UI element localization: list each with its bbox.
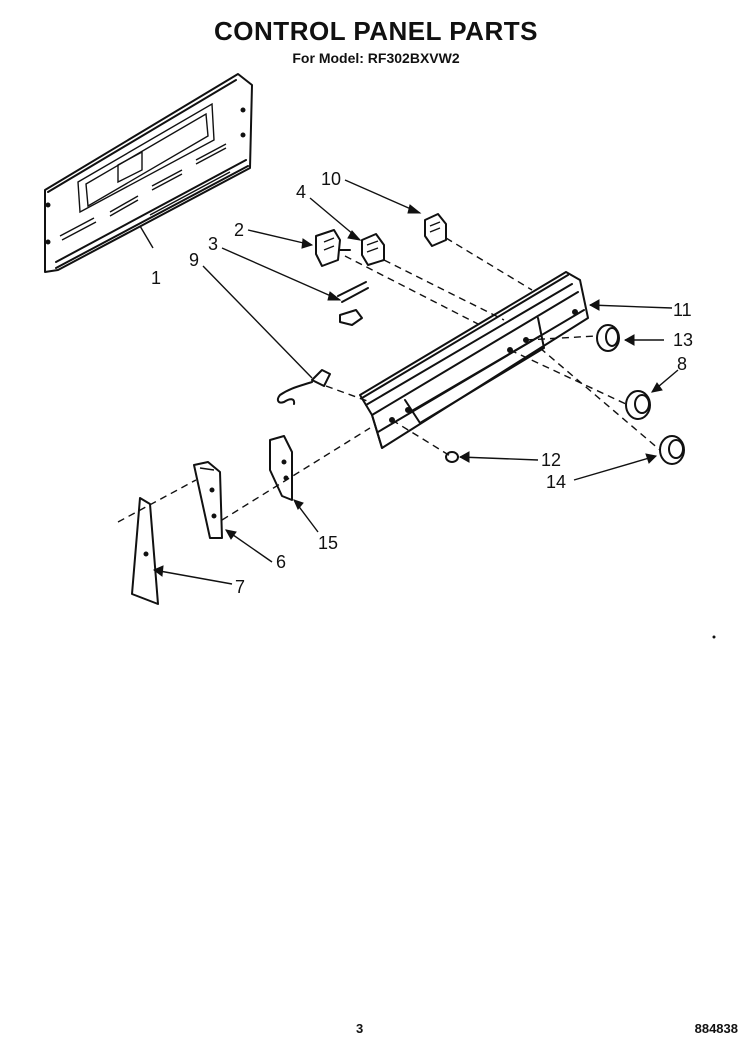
callout-15: 15 [318,533,338,553]
part-12-screw [445,451,459,463]
callout-4: 4 [296,182,306,202]
part-6-bracket [193,461,223,539]
callout-labels: 1 2 3 4 9 10 11 13 8 12 14 15 6 7 [151,169,693,597]
part-13-knob [596,324,620,352]
callout-2: 2 [234,220,244,240]
page-number: 3 [356,1021,364,1036]
callout-10: 10 [321,169,341,189]
callout-11: 11 [673,300,692,320]
callout-13: 13 [673,330,693,350]
page-title: CONTROL PANEL PARTS [214,16,538,46]
model-subtitle: For Model: RF302BXVW2 [292,50,460,66]
callout-12: 12 [541,450,561,470]
callout-3: 3 [208,234,218,254]
part-10-switch [424,213,447,247]
scan-speck [712,635,716,639]
assembly-guide-lines [117,237,661,523]
callout-6: 6 [276,552,286,572]
callout-9: 9 [189,250,199,270]
part-15-bracket [269,435,293,501]
part-3-clip [337,281,369,326]
document-number: 884838 [694,1021,738,1036]
part-14-knob [659,435,685,465]
part-9-lamp-wire [276,369,331,405]
part-7-endcap [131,497,159,605]
part-8-knob [625,390,651,420]
callout-14: 14 [546,472,566,492]
leader-lines [139,179,679,585]
callout-8: 8 [677,354,687,374]
callout-7: 7 [235,577,245,597]
part-1-backguard [44,73,253,273]
part-4-switch [361,233,385,266]
callout-1: 1 [151,268,161,288]
part-2-infinite-switch [315,229,351,267]
